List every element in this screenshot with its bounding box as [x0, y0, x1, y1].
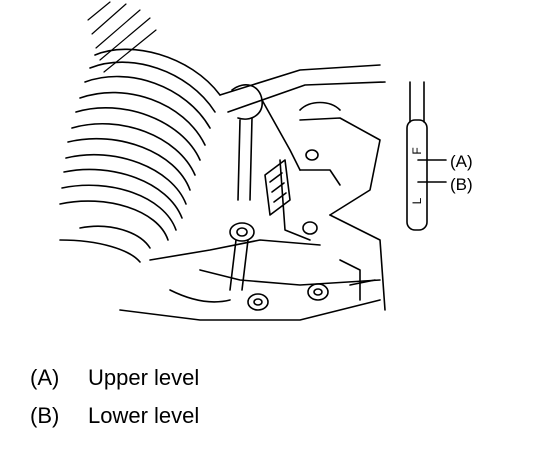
legend-letter: (B) — [30, 403, 60, 428]
callout-a: (A) — [450, 152, 473, 171]
dipstick-gauge-inset — [406, 81, 447, 231]
dipstick-in-engine — [264, 159, 291, 216]
dipstick-blade — [406, 119, 428, 231]
legend-row-a: (A) Upper level — [30, 365, 199, 403]
legend-text: Lower level — [88, 403, 200, 428]
pipe-bracket — [119, 64, 386, 321]
legend: (A) Upper level (B) Lower level — [30, 365, 199, 441]
upper-left-hatching — [87, 1, 157, 73]
legend-text: Upper level — [88, 365, 200, 390]
callout-b: (B) — [450, 175, 473, 194]
gauge-mark-l: L — [410, 197, 424, 204]
engine-illustration: F L (A) (B) — [59, 1, 473, 321]
right-housing — [299, 101, 386, 311]
legend-letter: (A) — [30, 365, 60, 390]
legend-row-b: (B) Lower level — [30, 403, 199, 441]
air-intake-hose — [59, 48, 221, 263]
bolt-upper — [229, 222, 255, 291]
gauge-mark-f: F — [410, 147, 424, 154]
bolt-lower — [247, 149, 329, 311]
